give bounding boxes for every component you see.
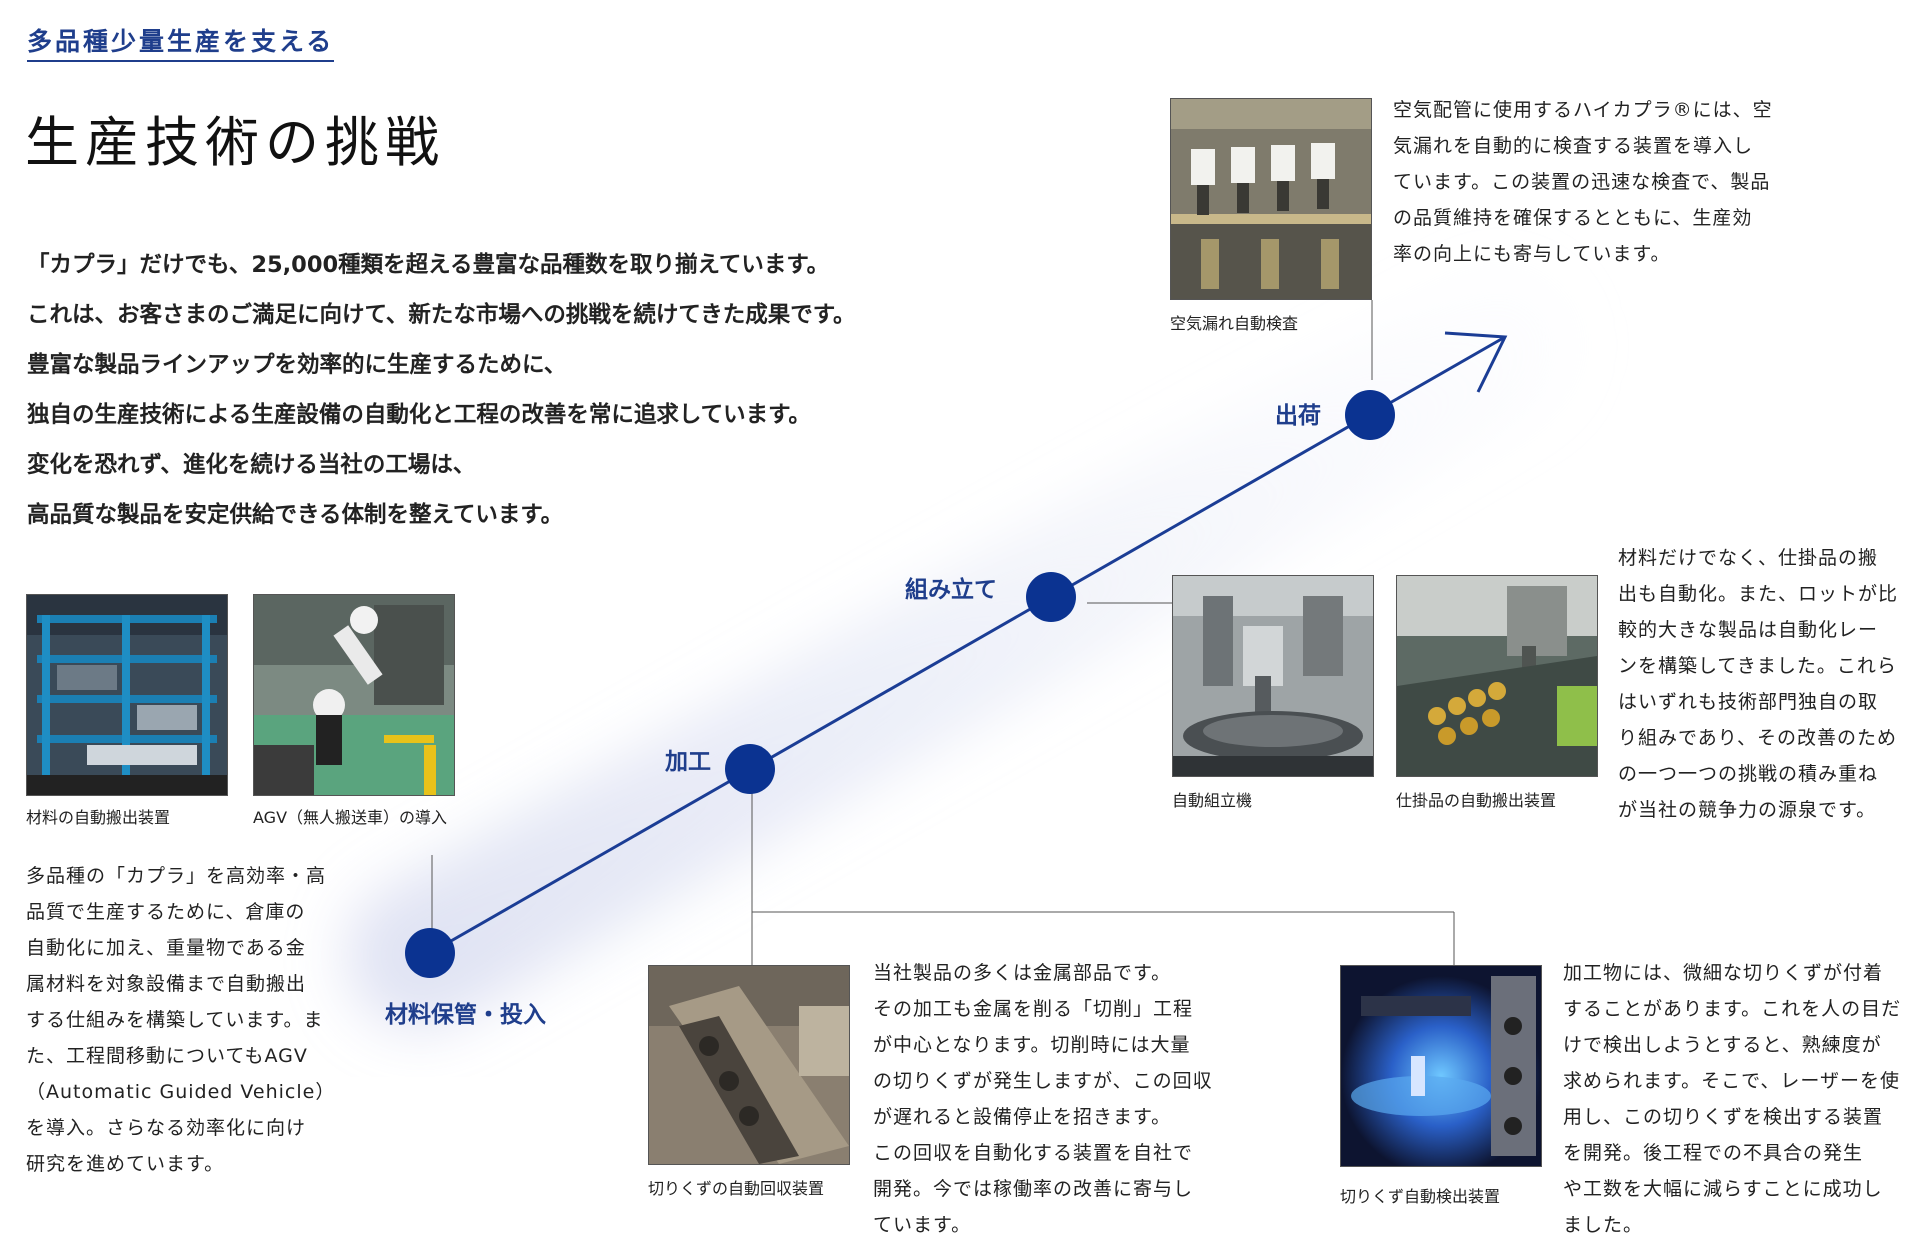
intro-line: 変化を恐れず、進化を続ける当社の工場は、 (27, 452, 476, 478)
caption-chip-detect: 切りくず自動検出装置 (1340, 1187, 1501, 1206)
description-line: 開発。今では稼働率の改善に寄与し (873, 1178, 1194, 1200)
node-material (405, 928, 455, 978)
description-line: けで検出しようとすると、熟練度が (1563, 1034, 1882, 1056)
description-line: り組みであり、その改善のため (1618, 727, 1898, 749)
description-line: ンを構築してきました。これら (1618, 655, 1897, 677)
description-shipping: 空気配管に使用するハイカプラ®には、空 気漏れを自動的に検査する装置を導入し て… (1393, 92, 1803, 272)
description-line: や工数を大幅に減らすことに成功し (1563, 1178, 1883, 1200)
node-assembly (1026, 572, 1076, 622)
description-line: 出も自動化。また、ロットが比 (1618, 583, 1899, 605)
description-line: 材料だけでなく、仕掛品の搬 (1618, 547, 1879, 569)
intro-line: 豊富な製品ラインアップを効率的に生産するために、 (27, 352, 567, 378)
description-line: 空気配管に使用するハイカプラ®には、空 (1393, 99, 1773, 121)
description-assembly: 材料だけでなく、仕掛品の搬 出も自動化。また、ロットが比 較的大きな製品は自動化… (1618, 540, 1918, 828)
description-line: 加工物には、微細な切りくずが付着 (1563, 962, 1884, 984)
description-line: 当社製品の多くは金属部品です。 (873, 962, 1172, 984)
description-detection: 加工物には、微細な切りくずが付着 することがあります。これを人の目だ けで検出し… (1563, 955, 1913, 1243)
description-machining: 当社製品の多くは金属部品です。 その加工も金属を削る「切削」工程 が中心となりま… (873, 955, 1233, 1243)
caption-wip-transport: 仕掛品の自動搬出装置 (1396, 791, 1557, 810)
stage-label-shipping: 出荷 (1275, 403, 1321, 429)
node-shipping (1345, 390, 1395, 440)
description-line: 較的大きな製品は自動化レー (1618, 619, 1879, 641)
description-line: の一つ一つの挑戦の積み重ね (1618, 763, 1879, 785)
description-line: 自動化に加え、重量物である金 (26, 937, 306, 959)
intro-line: 高品質な製品を安定供給できる体制を整えています。 (27, 502, 564, 528)
description-line: の品質維持を確保するとともに、生産効 (1393, 207, 1753, 229)
chip-collect-photo (648, 965, 850, 1165)
page-title: 生産技術の挑戦 (25, 111, 445, 174)
description-line: その加工も金属を削る「切削」工程 (873, 998, 1194, 1020)
caption-air-leak: 空気漏れ自動検査 (1170, 314, 1299, 333)
description-line: 率の向上にも寄与しています。 (1393, 243, 1671, 265)
description-line: ています。この装置の迅速な検査で、製品 (1393, 171, 1771, 193)
description-line: 求められます。そこで、レーザーを使 (1563, 1070, 1900, 1092)
description-line: （Automatic Guided Vehicle） (26, 1081, 336, 1103)
description-line: が中心となります。切削時には大量 (873, 1034, 1191, 1056)
description-line: 研究を進めています。 (26, 1153, 225, 1175)
description-line: 気漏れを自動的に検査する装置を導入し (1393, 135, 1754, 157)
agv-photo (253, 594, 455, 796)
wip-transport-photo (1396, 575, 1598, 777)
material-auto-photo (26, 594, 228, 796)
description-line: が遅れると設備停止を招きます。 (873, 1106, 1172, 1128)
description-line: この回収を自動化する装置を自社で (873, 1142, 1194, 1164)
auto-assembly-photo (1172, 575, 1374, 777)
description-line: する仕組みを構築しています。ま (26, 1009, 324, 1031)
description-line: 用し、この切りくずを検出する装置 (1563, 1106, 1884, 1128)
intro-paragraph: 「カプラ」だけでも、25,000種類を超える豊富な品種数を取り揃えています。 こ… (27, 240, 947, 540)
caption-auto-assembly: 自動組立機 (1172, 791, 1253, 810)
intro-line: 「カプラ」だけでも、25,000種類を超える豊富な品種数を取り揃えています。 (27, 252, 830, 278)
description-line: た、工程間移動についてもAGV (26, 1045, 308, 1067)
description-line: 多品種の「カプラ」を高効率・高 (26, 865, 327, 887)
description-line: 属材料を対象設備まで自動搬出 (26, 973, 307, 995)
description-line: が当社の競争力の源泉です。 (1618, 799, 1877, 821)
description-line: を導入。さらなる効率化に向け (26, 1117, 307, 1139)
description-line: ました。 (1563, 1214, 1644, 1236)
stage-label-machining: 加工 (665, 749, 711, 775)
intro-line: これは、お客さまのご満足に向けて、新たな市場への挑戦を続けてきた成果です。 (27, 302, 856, 328)
section-label: 多品種少量生産を支える (27, 22, 335, 62)
description-line: ています。 (873, 1214, 972, 1236)
description-line: することがあります。これを人の目だ (1563, 998, 1902, 1020)
description-line: の切りくずが発生しますが、この回収 (873, 1070, 1213, 1092)
description-line: を開発。後工程での不具合の発生 (1563, 1142, 1864, 1164)
intro-line: 独自の生産技術による生産設備の自動化と工程の改善を常に追求しています。 (27, 402, 811, 428)
caption-agv: AGV（無人搬送車）の導入 (253, 808, 448, 827)
chip-detect-photo (1340, 965, 1542, 1167)
stage-label-assembly: 組み立て (905, 577, 997, 603)
caption-material-auto: 材料の自動搬出装置 (26, 808, 171, 827)
description-material: 多品種の「カプラ」を高効率・高 品質で生産するために、倉庫の 自動化に加え、重量… (26, 858, 356, 1182)
caption-chip-collect: 切りくずの自動回収装置 (648, 1179, 825, 1198)
description-line: 品質で生産するために、倉庫の (26, 901, 306, 923)
node-machining (725, 744, 775, 794)
stage-label-material: 材料保管・投入 (385, 1002, 546, 1028)
description-line: はいずれも技術部門独自の取 (1618, 691, 1879, 713)
air-leak-photo (1170, 98, 1372, 300)
